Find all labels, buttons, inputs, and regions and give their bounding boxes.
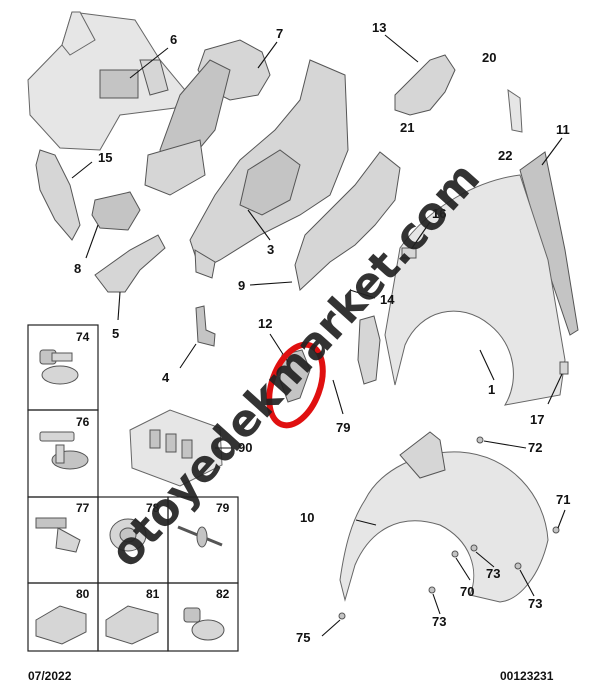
part-17-clip [547,361,569,405]
callout-70: 70 [460,584,474,599]
callout-12: 12 [258,316,272,331]
callout-22: 22 [498,148,512,163]
callout-79: 79 [336,420,350,435]
callout-3: 3 [267,242,274,257]
part-15-bracket [35,149,93,241]
part-16-clip [401,221,431,259]
grid-label-82: 82 [216,587,230,601]
fastener-78-nut [109,518,147,552]
grid-label-76: 76 [76,415,90,429]
part-79-bracket [332,315,381,415]
callout-73-a: 73 [486,566,500,581]
grid-label-74: 74 [76,330,90,344]
callout-17: 17 [530,412,544,427]
callout-5: 5 [112,326,119,341]
part-8-bracket [85,191,141,259]
highlight-circle [266,341,326,429]
part-90-kit [129,409,232,487]
callout-14: 14 [380,292,395,307]
fastener-grid [27,324,239,652]
grid-label-80: 80 [76,587,90,601]
callout-13: 13 [372,20,386,35]
footer-date: 07/2022 [28,669,72,683]
fastener-81-block [105,605,159,645]
callout-1: 1 [488,382,495,397]
part-7-apron-upper [144,39,278,196]
part-12-bracket [269,333,311,403]
callout-16: 16 [432,206,446,221]
callout-8: 8 [74,261,81,276]
callout-73-c: 73 [432,614,446,629]
fastener-79-rivet [177,525,223,548]
part-10-wheel-liner [339,431,549,603]
part-6-frame-block [27,11,186,151]
callout-9: 9 [238,278,245,293]
part-14-item [349,289,376,299]
callout-71: 71 [556,492,570,507]
grid-label-81: 81 [146,587,160,601]
part-1-fender [384,174,566,406]
callout-4: 4 [162,370,170,385]
part-4-bracket [179,305,216,369]
footer-reference: 00123231 [500,669,554,683]
fastener-82-grommet [183,607,225,641]
part-3-inner-wing [189,59,349,279]
callout-21: 21 [400,120,414,135]
callout-11: 11 [556,122,570,137]
callout-6: 6 [170,32,177,47]
callout-75: 75 [296,630,310,645]
grid-label-77: 77 [76,501,90,515]
liner-fasteners [321,436,566,637]
callout-72: 72 [528,440,542,455]
part-9-panel [249,151,401,291]
fastener-74-push-pin [39,349,79,385]
grid-label-78: 78 [146,501,160,515]
grid-cell-labels: 74 76 77 78 79 80 81 82 [76,330,230,601]
callout-73-b: 73 [528,596,542,611]
fastener-76-bolt [39,431,89,470]
fastener-77-screw [35,517,81,553]
callout-15: 15 [98,150,112,165]
callout-labels: 6 7 13 20 21 11 22 15 16 3 8 9 14 5 12 4… [74,20,570,645]
grid-label-79: 79 [216,501,230,515]
part-13-bracket [384,34,456,116]
callout-20: 20 [482,50,496,65]
part-20-trim [507,88,523,133]
part-5-plate [94,234,166,321]
callout-7: 7 [276,26,283,41]
fastener-80-block [35,605,87,645]
callout-90: 90 [238,440,252,455]
callout-10: 10 [300,510,314,525]
